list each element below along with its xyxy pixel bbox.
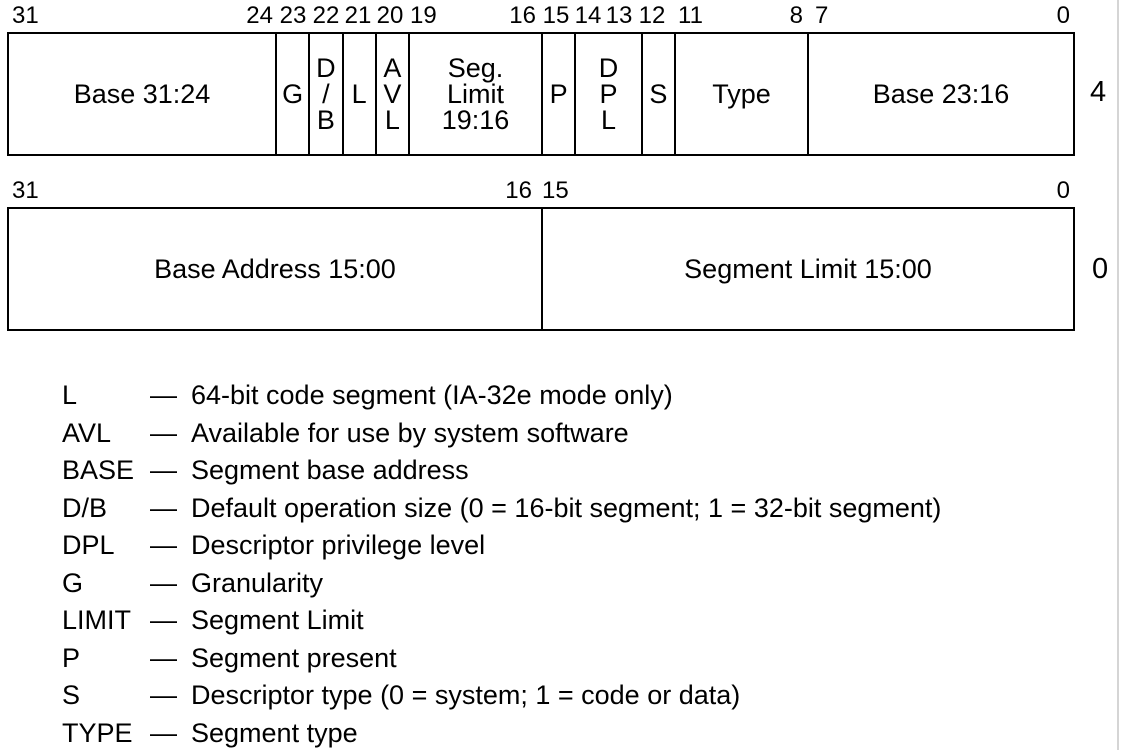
legend-term: G <box>62 567 84 598</box>
legend-definition: Segment present <box>191 642 397 673</box>
legend-term: L <box>62 380 78 410</box>
byte-offset-4: 4 <box>1090 76 1107 108</box>
legend-term: BASE <box>62 455 135 485</box>
bit-label-16-high: 16 <box>509 2 536 29</box>
legend-dash: — <box>150 680 177 710</box>
legend-term: AVL <box>62 417 112 448</box>
legend-row-dpl: DPL — Descriptor privilege level <box>62 527 941 565</box>
bit-label-0-low: 0 <box>1056 177 1070 204</box>
page-edge-divider <box>1117 0 1119 750</box>
legend-row-avl: AVL — Available for use by system software <box>62 415 941 453</box>
bit-label-16-low: 16 <box>505 177 532 204</box>
legend-definition: Default operation size (0 = 16-bit segme… <box>191 492 942 523</box>
field-d-b: D / B <box>308 34 341 154</box>
bit-label-19: 19 <box>410 2 437 29</box>
legend-definition: 64-bit code segment (IA-32e mode only) <box>191 380 673 410</box>
descriptor-high-dword-box: Base 31:24 G D / B L A V L Seg. Limit 19… <box>7 32 1075 156</box>
bit-label-15-high: 15 <box>542 2 570 29</box>
bit-label-22: 22 <box>312 2 340 29</box>
field-l: L <box>341 34 375 154</box>
legend-dash: — <box>150 455 177 485</box>
legend-dash: — <box>150 605 177 635</box>
legend-row-limit: LIMIT — Segment Limit <box>62 602 941 640</box>
byte-offset-0: 0 <box>1092 253 1109 285</box>
legend-dash: — <box>150 530 177 560</box>
legend-row-g: G — Granularity <box>62 565 941 603</box>
field-seg-limit-19-16: Seg. Limit 19:16 <box>408 34 541 154</box>
legend-definition: Descriptor type (0 = system; 1 = code or… <box>191 680 741 710</box>
bit-label-8: 8 <box>789 2 803 29</box>
legend-row-db: D/B — Default operation size (0 = 16-bit s… <box>62 490 941 528</box>
legend-term: TYPE <box>62 717 133 748</box>
legend-dash: — <box>150 642 177 673</box>
legend-dash: — <box>150 717 177 748</box>
bit-label-20: 20 <box>376 2 404 29</box>
legend-definition: Granularity <box>191 567 324 598</box>
legend-definition: Segment Limit <box>191 605 364 635</box>
legend-definition: Available for use by system software <box>191 417 629 448</box>
field-s: S <box>640 34 674 154</box>
field-base-address-15-00: Base Address 15:00 <box>154 254 396 284</box>
field-g: G <box>275 34 308 154</box>
field-dpl: D P L <box>574 34 641 154</box>
bit-label-31-high: 31 <box>12 2 39 29</box>
field-base-23-16: Base 23:16 <box>807 34 1073 154</box>
legend-row-l: L — 64-bit code segment (IA-32e mode only) <box>62 377 941 415</box>
legend-dash: — <box>150 380 177 410</box>
legend-row-s: S — Descriptor type (0 = system; 1 = code … <box>62 677 941 715</box>
bit-label-7: 7 <box>815 2 829 29</box>
legend-term: P <box>62 642 81 673</box>
legend-row-base: BASE — Segment base address <box>62 452 941 490</box>
field-segment-limit-15-00: Segment Limit 15:00 <box>541 209 1073 329</box>
bit-label-15-low: 15 <box>542 177 569 204</box>
bit-label-31-low: 31 <box>12 177 39 204</box>
field-p: P <box>541 34 574 154</box>
field-type: Type <box>674 34 807 154</box>
legend-dash: — <box>150 417 177 448</box>
descriptor-low-dword-box: Base Address 15:00 Segment Limit 15:00 <box>7 207 1075 331</box>
bit-label-24: 24 <box>246 2 273 29</box>
field-base-31-24: Base 31:24 <box>73 79 211 109</box>
bit-label-13: 13 <box>605 2 633 29</box>
legend-term: S <box>62 680 81 710</box>
legend-row-type: TYPE — Segment type <box>62 715 941 750</box>
legend-dash: — <box>150 567 177 598</box>
bit-label-12: 12 <box>638 2 666 29</box>
legend-definition: Segment type <box>191 717 358 748</box>
legend-definition: Descriptor privilege level <box>191 530 486 560</box>
legend-term: LIMIT <box>62 605 132 635</box>
bit-label-14: 14 <box>574 2 602 29</box>
legend-dash: — <box>150 492 177 523</box>
legend: L — 64-bit code segment (IA-32e mode only)… <box>62 377 941 750</box>
field-avl: A V L <box>374 34 408 154</box>
legend-row-p: P — Segment present <box>62 640 941 678</box>
legend-term: D/B <box>62 492 108 523</box>
bit-label-23: 23 <box>279 2 307 29</box>
bit-label-11: 11 <box>678 2 703 29</box>
bit-label-0-high: 0 <box>1056 2 1070 29</box>
legend-term: DPL <box>62 530 115 560</box>
bit-label-21: 21 <box>344 2 372 29</box>
legend-definition: Segment base address <box>191 455 469 485</box>
